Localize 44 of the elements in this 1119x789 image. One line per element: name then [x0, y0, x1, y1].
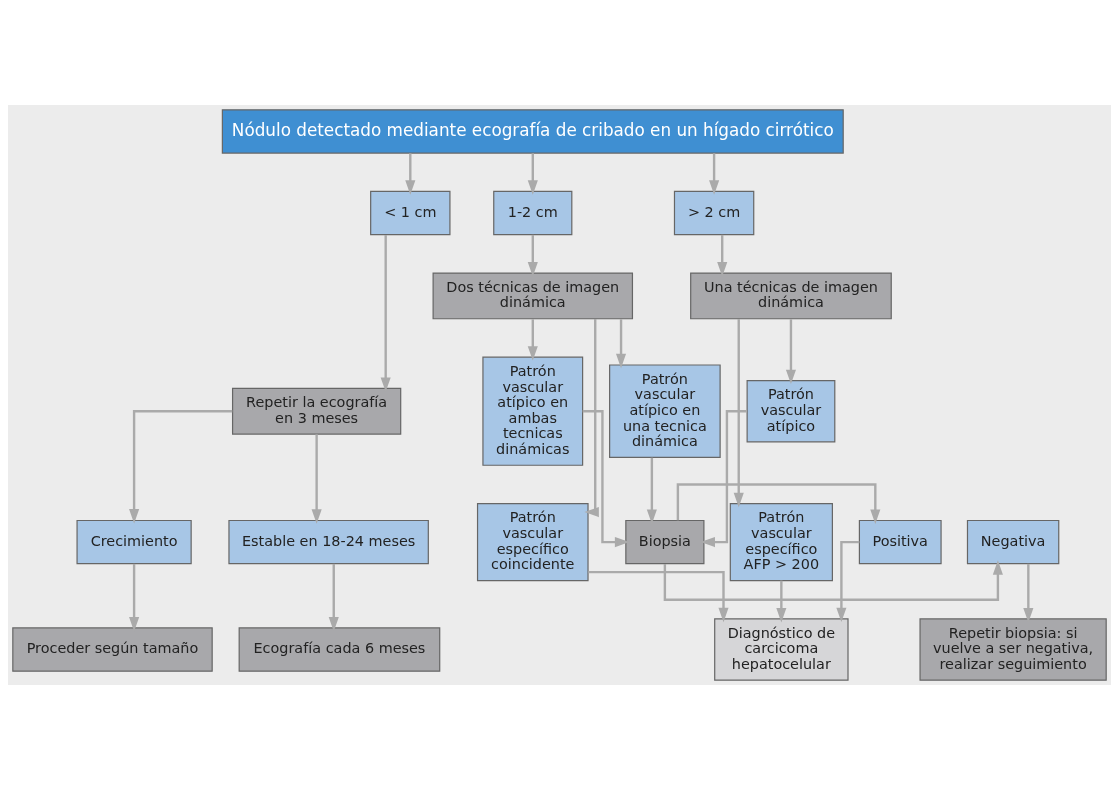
arrow	[1023, 563, 1034, 623]
node-box: 1-2 cm	[493, 190, 573, 235]
node-box: Repetir la ecografía en 3 meses	[231, 387, 402, 435]
node-box: Una técnicas de imagen dinámica	[690, 272, 892, 319]
arrow	[129, 563, 140, 631]
node-box: Nódulo detectado mediante ecografía de cribado en un hígado cirrótico	[221, 108, 844, 154]
arrow	[405, 152, 416, 195]
arrow	[717, 234, 728, 276]
arrow	[380, 234, 391, 392]
node-box: Positiva	[858, 519, 942, 564]
node-box: Ecografía cada 6 meses	[238, 626, 441, 672]
node-box: Patrón vascular atípico en ambas tecnicas dinámicas	[482, 356, 584, 466]
node-box: Patrón vascular específico coincidente	[476, 502, 589, 581]
node-box: Crecimiento	[76, 519, 192, 564]
node-box: Patrón vascular específico AFP > 200	[729, 502, 833, 581]
arrow	[616, 318, 627, 368]
arrow	[129, 409, 233, 524]
arrow	[527, 234, 538, 276]
node-box: Estable en 18-24 meses	[228, 519, 429, 564]
arrow	[676, 482, 881, 524]
arrow	[588, 570, 729, 622]
arrow	[311, 433, 322, 524]
arrow	[527, 318, 538, 361]
node-box: > 2 cm	[673, 190, 755, 235]
arrow	[646, 457, 657, 524]
arrow	[527, 152, 538, 195]
node-box: Diagnóstico de carcicoma hepatocelular	[714, 617, 849, 681]
node-box: Proceder según tamaño	[12, 626, 213, 672]
arrow	[328, 563, 339, 631]
arrow	[700, 409, 747, 547]
arrow	[733, 318, 744, 507]
node-box: Repetir biopsia: si vuelve a ser negativa, realizar seguimiento	[919, 617, 1107, 681]
arrow	[584, 318, 599, 517]
arrow	[776, 580, 787, 622]
arrow	[582, 409, 630, 547]
node-box: Biopsia	[625, 519, 705, 564]
node-box: Patrón vascular atípico en una tecnica dinámica	[609, 363, 721, 458]
arrow	[785, 318, 796, 384]
node-box: Dos técnicas de imagen dinámica	[432, 272, 634, 319]
arrow	[709, 152, 720, 195]
node-box: < 1 cm	[370, 190, 451, 235]
arrow	[663, 559, 1003, 601]
node-box: Patrón vascular atípico	[746, 379, 836, 442]
node-box: Negativa	[966, 519, 1060, 564]
